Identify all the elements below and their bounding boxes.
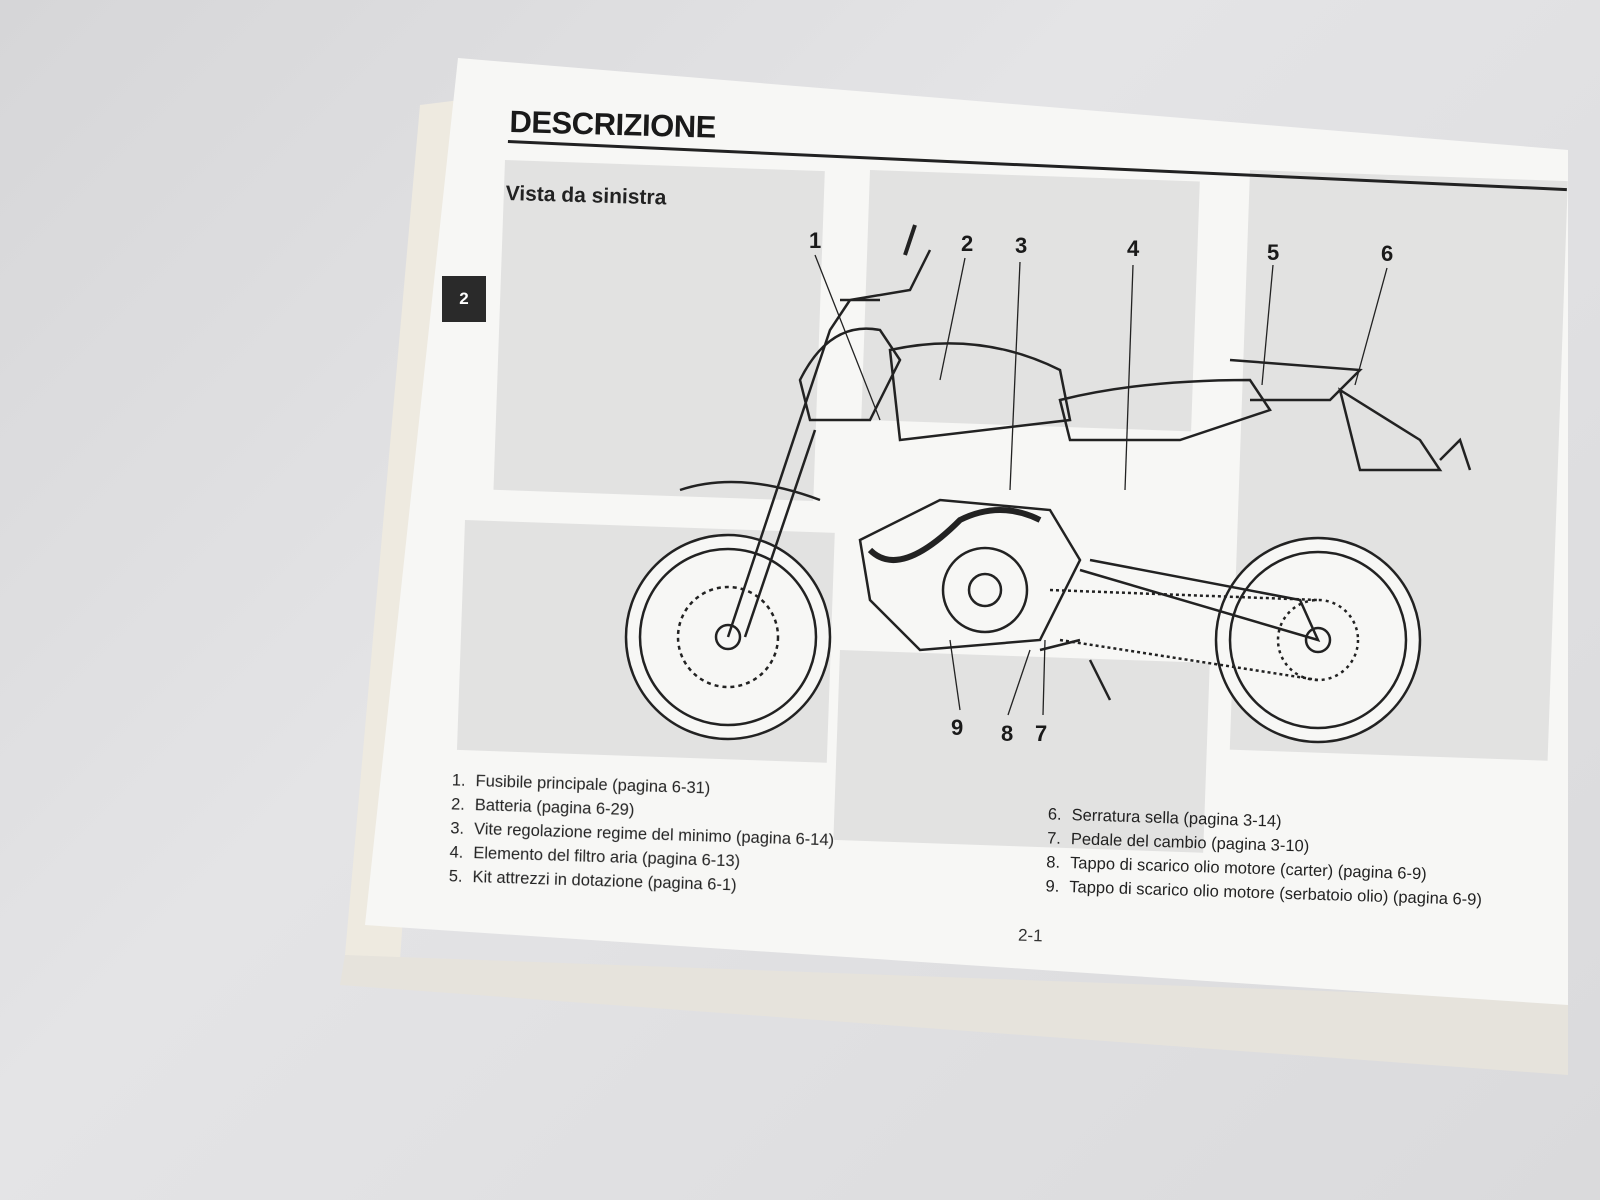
item-number: 5. <box>448 867 463 886</box>
parts-list-right: 6.Serratura sella (pagina 3-14) 7.Pedale… <box>1033 802 1485 912</box>
item-number: 1. <box>451 771 466 790</box>
item-number: 2. <box>450 795 466 814</box>
handlebar <box>840 249 932 302</box>
callout-1: 1 <box>809 228 822 253</box>
callout-2: 2 <box>961 231 974 256</box>
page-number: 2-1 <box>1017 925 1043 946</box>
item-number: 3. <box>450 819 465 838</box>
section-subtitle: Vista da sinistra <box>505 182 667 210</box>
side-stand <box>1039 638 1112 701</box>
page-title: DESCRIZIONE <box>509 104 717 145</box>
exhaust-header <box>867 507 1042 563</box>
muffler <box>1338 387 1443 472</box>
headlight-shroud <box>798 327 902 422</box>
swingarm <box>1079 558 1321 642</box>
callout-3: 3 <box>1015 233 1028 258</box>
callout-6: 6 <box>1381 241 1394 266</box>
motorcycle-diagram <box>624 224 1472 744</box>
item-number: 7. <box>1046 829 1062 848</box>
callout-4: 4 <box>1127 236 1140 261</box>
drive-chain <box>1049 588 1319 682</box>
item-label: Batteria (pagina 6-29) <box>474 796 635 820</box>
parts-list-left: 1.Fusibile principale (pagina 6-31) 2.Ba… <box>436 768 836 900</box>
front-fork <box>726 299 852 638</box>
front-brake-disc <box>676 585 780 689</box>
item-number: 8. <box>1046 853 1061 872</box>
chapter-tab: 2 <box>442 276 486 322</box>
item-number: 6. <box>1047 805 1062 824</box>
item-number: 9. <box>1045 877 1060 896</box>
engine-case <box>941 546 1029 634</box>
callout-9: 9 <box>951 715 964 740</box>
callout-7: 7 <box>1035 721 1048 746</box>
callout-8: 8 <box>1001 721 1014 746</box>
callout-leader-lines <box>814 254 1388 716</box>
grab-rail <box>1229 358 1363 402</box>
page-stack-edge <box>340 955 1568 1075</box>
engine <box>858 498 1082 652</box>
item-label: Serratura sella (pagina 3-14) <box>1071 806 1282 831</box>
item-number: 4. <box>449 843 464 862</box>
callout-5: 5 <box>1267 240 1280 265</box>
fuel-tank <box>888 342 1072 442</box>
